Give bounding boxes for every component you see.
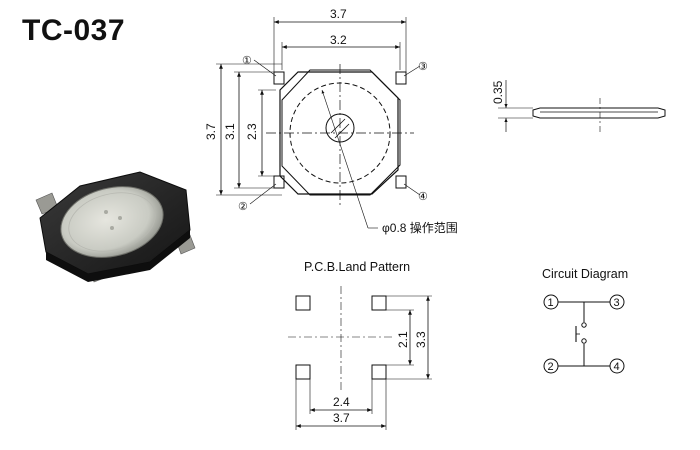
top-view-drawing — [216, 17, 421, 229]
dim-body-height: 3.1 — [223, 123, 237, 140]
dim-inner-height: 2.3 — [245, 123, 259, 140]
pcb-dim-outer-width: 3.7 — [333, 411, 350, 425]
dim-total-width: 3.7 — [330, 7, 347, 21]
pcb-caption: P.C.B.Land Pattern — [304, 260, 410, 274]
pin-label-3: ③ — [418, 61, 428, 73]
pcb-dim-outer-height: 3.3 — [414, 331, 428, 348]
pin-label-4: ④ — [418, 191, 428, 203]
pin-label-2: ② — [238, 201, 248, 213]
side-view-drawing — [498, 80, 666, 132]
circuit-pin-3: 3 — [614, 297, 620, 309]
circuit-pin-2: 2 — [548, 361, 554, 373]
pcb-dim-inner-height: 2.1 — [396, 331, 410, 348]
actuator-note: φ0.8 操作范围 — [382, 220, 458, 235]
dim-total-height: 3.7 — [204, 123, 218, 140]
part-number-title: TC-037 — [22, 14, 126, 47]
pin-label-1: ① — [242, 55, 252, 67]
pcb-land-pattern — [288, 286, 432, 430]
component-photo — [35, 171, 196, 283]
circuit-caption: Circuit Diagram — [542, 267, 628, 281]
pcb-dim-inner-width: 2.4 — [333, 395, 350, 409]
dim-body-width: 3.2 — [330, 33, 347, 47]
circuit-pin-4: 4 — [614, 361, 620, 373]
circuit-diagram — [543, 294, 625, 374]
dim-side-height: 0.35 — [491, 80, 505, 104]
circuit-pin-1: 1 — [548, 297, 554, 309]
